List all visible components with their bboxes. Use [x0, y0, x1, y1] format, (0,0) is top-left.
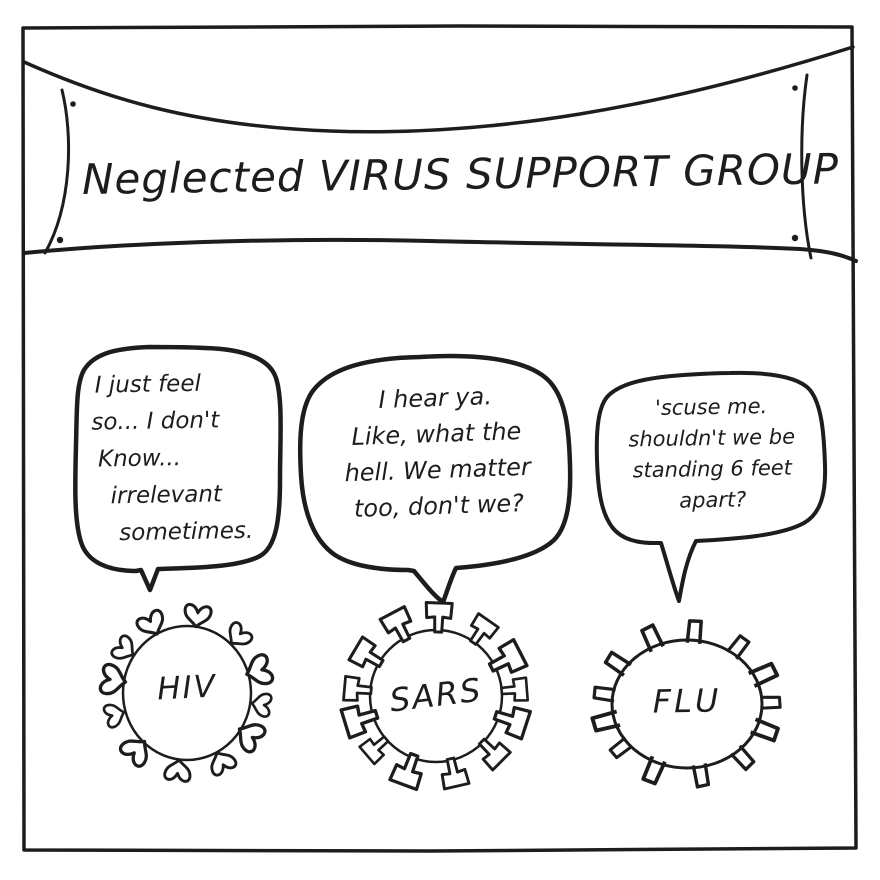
banner-left-edge	[43, 88, 71, 255]
banner-tack-dots	[56, 85, 799, 244]
banner-rope	[22, 45, 855, 134]
speech-bubble-text-flu: 'scuse me. shouldn't we be standing 6 fe…	[609, 390, 815, 518]
speech-line: I just feel	[94, 370, 202, 399]
speech-line: sometimes.	[119, 517, 254, 547]
virus-label-flu: FLU	[652, 681, 722, 721]
speech-bubble-text-sars: I hear ya. Like, what the hell. We matte…	[316, 376, 559, 528]
pushpin-spike-icon	[342, 674, 374, 704]
panel-frame	[21, 24, 858, 853]
speech-line: 'scuse me.	[654, 394, 768, 420]
banner-title: Neglected VIRUS SUPPORT GROUP	[81, 144, 840, 204]
heart-spike-icon	[162, 756, 194, 784]
speech-bubble-text-hiv: I just feel so... I don't Know... irrele…	[91, 364, 277, 552]
speech-line: so... I don't	[91, 407, 220, 436]
virus-sars	[339, 601, 532, 792]
virus-hiv	[97, 602, 276, 784]
speech-line: irrelevant	[110, 481, 223, 510]
speech-bubble-flu	[594, 370, 828, 603]
speech-line: standing 6 feet	[632, 455, 793, 483]
pushpin-spike-icon	[499, 676, 529, 704]
speech-line: apart?	[679, 487, 747, 513]
speech-bubble-hiv	[73, 344, 283, 593]
banner-bottom-edge	[22, 237, 858, 263]
speech-line: Know...	[97, 445, 182, 473]
pushpin-spike-icon	[423, 601, 454, 634]
speech-line: shouldn't we be	[628, 424, 796, 452]
virus-flu	[590, 618, 782, 789]
speech-bubble-sars	[297, 353, 573, 605]
banner-right-edge	[800, 73, 813, 260]
heart-spike-icon	[248, 690, 274, 719]
virus-label-hiv: HIV	[156, 668, 218, 708]
